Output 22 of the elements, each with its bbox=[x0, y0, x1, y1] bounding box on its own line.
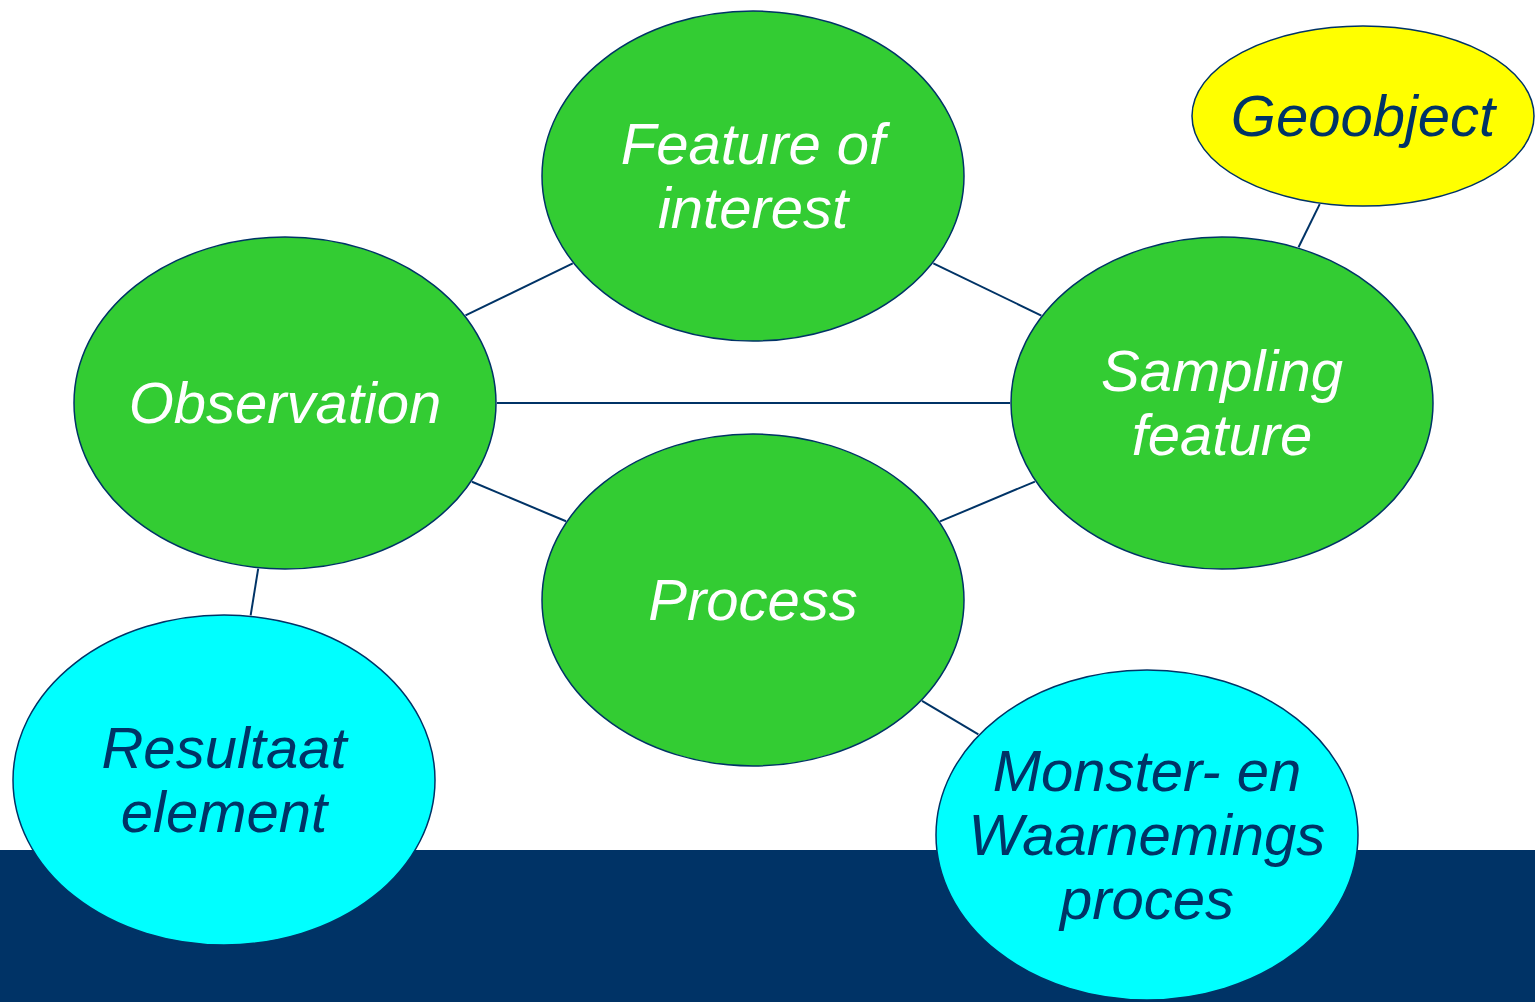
connector-line bbox=[464, 262, 574, 317]
node-label: Observation bbox=[127, 371, 443, 435]
ellipse-node bbox=[935, 669, 1359, 1001]
connector-line bbox=[932, 262, 1043, 317]
connector-line bbox=[496, 402, 1011, 404]
node-label: Resultaat element bbox=[100, 716, 350, 844]
ellipse-node bbox=[1010, 236, 1434, 570]
node-label: Geoobject bbox=[1229, 84, 1498, 148]
ellipse-node bbox=[541, 10, 965, 342]
connector-line bbox=[1297, 203, 1321, 249]
ellipse-node bbox=[73, 236, 497, 570]
ellipse-node bbox=[541, 433, 965, 767]
node-label: Process bbox=[647, 568, 859, 632]
node-label: Feature of interest bbox=[593, 112, 913, 240]
node-label: Sampling feature bbox=[1100, 339, 1344, 467]
connector-line bbox=[921, 699, 980, 736]
connector-line bbox=[471, 480, 567, 523]
node-label: Monster- en Waarnemings proces bbox=[967, 739, 1327, 931]
ellipse-node bbox=[12, 614, 436, 946]
connector-line bbox=[939, 480, 1036, 523]
ellipse-node bbox=[1191, 25, 1535, 207]
connector-line bbox=[249, 567, 260, 617]
